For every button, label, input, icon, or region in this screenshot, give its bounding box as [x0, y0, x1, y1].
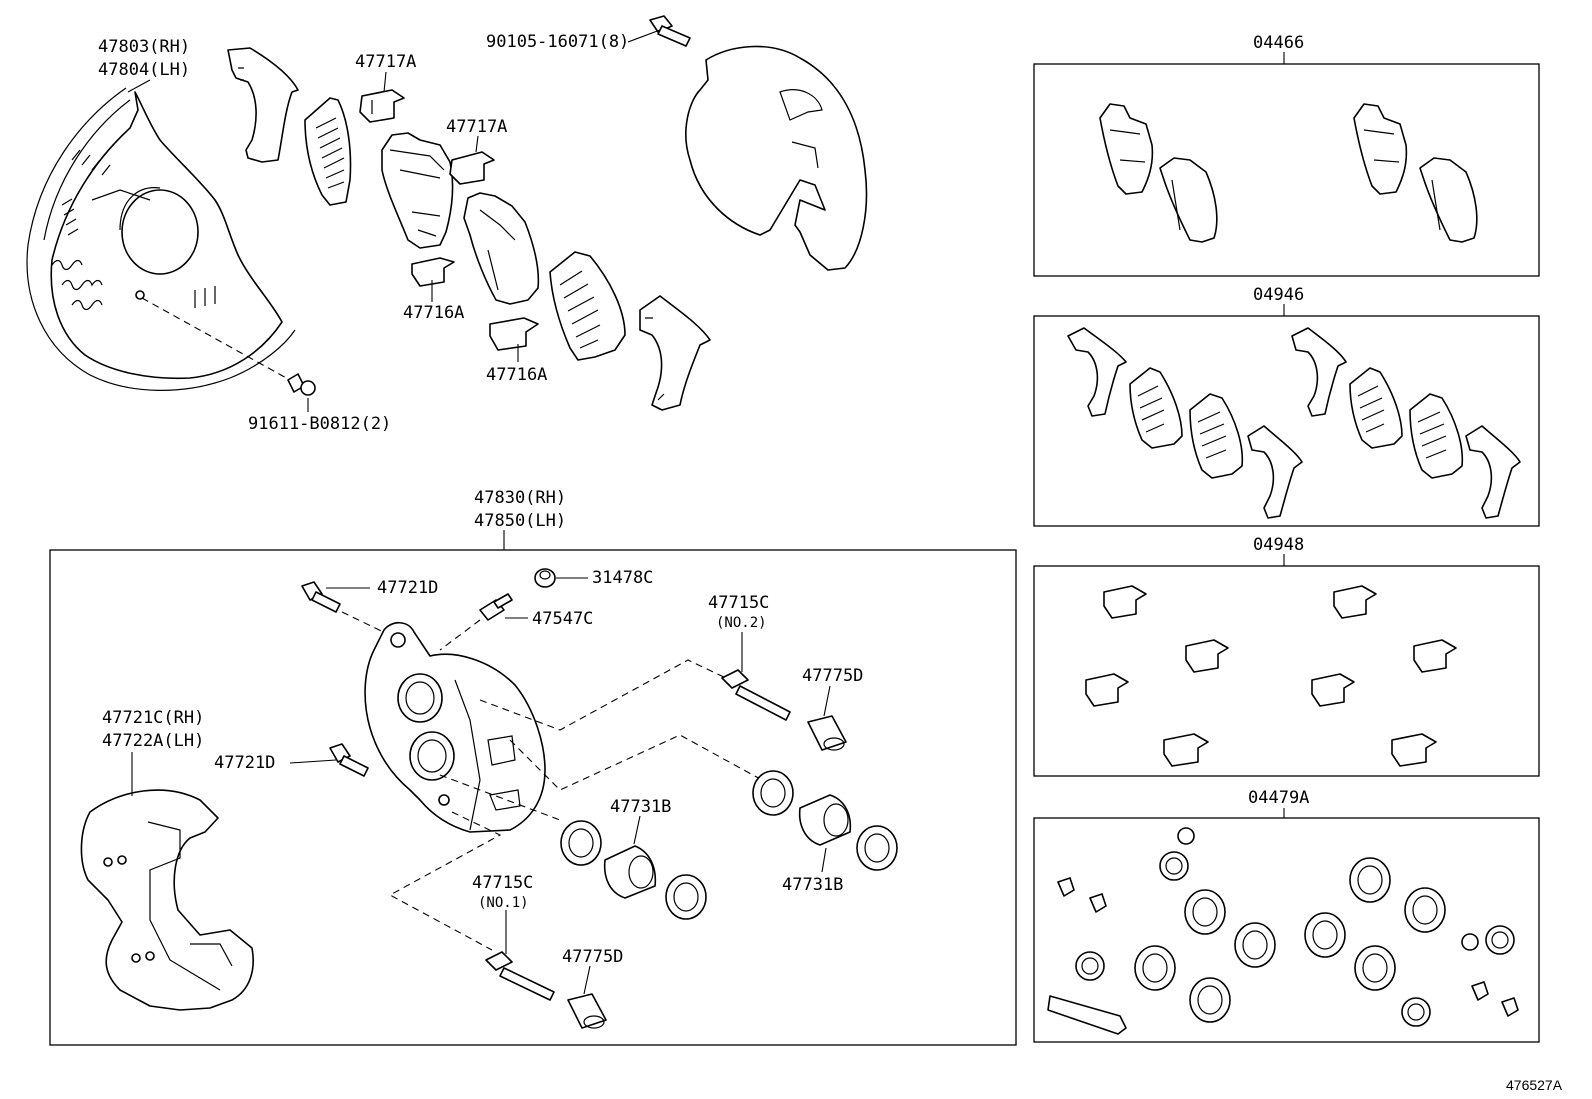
- anti-squeal-shim-inner-left[interactable]: [304, 97, 352, 206]
- anti-squeal-shim-outer-right[interactable]: [639, 295, 711, 411]
- caliper-cylinder-body[interactable]: [364, 621, 546, 833]
- pad-support-clip-47717a-top[interactable]: [359, 89, 405, 123]
- piston-seal-right-2[interactable]: [856, 825, 898, 871]
- assembly-dashed-guides: [388, 659, 763, 951]
- bolt-47721d-top[interactable]: [301, 581, 341, 613]
- piston-seal-lower-2[interactable]: [665, 874, 707, 920]
- label-kit-04479a: 04479A: [1248, 788, 1309, 808]
- shield-bolt-91611[interactable]: [287, 373, 316, 412]
- bleeder-cap-31478c[interactable]: [534, 568, 556, 588]
- piston-seal-lower-1[interactable]: [560, 820, 602, 866]
- label-47721c-rh: 47721C(RH): [102, 708, 204, 728]
- label-31478c: 31478C: [592, 568, 653, 588]
- piston-seal-right-1[interactable]: [752, 770, 794, 816]
- caliper-bolt-90105[interactable]: [649, 15, 691, 47]
- guide-pin-47715c-no2[interactable]: [721, 669, 791, 721]
- label-91611-b0812: 91611-B0812(2): [248, 414, 391, 434]
- guide-pin-boot-47775d-bottom[interactable]: [567, 993, 607, 1029]
- label-47850-lh: 47850(LH): [474, 511, 566, 531]
- shield-leader-lines: [127, 79, 291, 381]
- shim-kit-04946-frame[interactable]: [1033, 315, 1540, 527]
- label-kit-04948: 04948: [1253, 535, 1304, 555]
- label-47716a-right: 47716A: [486, 365, 547, 385]
- label-47731b-lower: 47731B: [610, 797, 671, 817]
- label-47830-rh: 47830(RH): [474, 488, 566, 508]
- anti-squeal-shim-inner-right[interactable]: [549, 251, 626, 361]
- label-kit-04946: 04946: [1253, 285, 1304, 305]
- brake-pad-outer[interactable]: [463, 192, 540, 305]
- label-90105-16071: 90105-16071(8): [486, 32, 629, 52]
- bolt-47721d-bottom[interactable]: [329, 743, 369, 777]
- label-47716a-left: 47716A: [403, 303, 464, 323]
- anti-squeal-shim-outer-left[interactable]: [227, 47, 299, 163]
- pad-support-clip-47716a-right[interactable]: [489, 317, 539, 351]
- brake-pad-inner[interactable]: [381, 132, 454, 249]
- pad-kit-04466-frame[interactable]: [1033, 63, 1540, 277]
- piston-47731b-lower[interactable]: [603, 845, 657, 899]
- pad-kit-contents: [1099, 103, 1478, 243]
- label-47722a-lh: 47722A(LH): [102, 731, 204, 751]
- caliper-assembly-frame: [49, 549, 1017, 1046]
- caliper-mounting-bracket[interactable]: [80, 789, 254, 1011]
- clip-kit-04948-frame[interactable]: [1033, 565, 1540, 777]
- clip-kit-contents: [1085, 585, 1457, 767]
- seal-kit-contents: [1047, 827, 1519, 1035]
- pad-support-clip-47716a-left[interactable]: [411, 257, 455, 287]
- dust-cover-shield[interactable]: [26, 87, 296, 391]
- piston-47731b-right[interactable]: [798, 794, 852, 846]
- guide-pin-boot-47775d-top[interactable]: [807, 715, 847, 751]
- pad-support-clip-47717a-mid[interactable]: [449, 151, 495, 185]
- bleeder-plug-47547c[interactable]: [479, 593, 513, 621]
- label-47715c-no1: 47715C: [472, 873, 533, 893]
- label-47721d-bottom: 47721D: [214, 753, 275, 773]
- label-47715c-no2: 47715C: [708, 593, 769, 613]
- label-47775d-top: 47775D: [802, 666, 863, 686]
- label-47717a-mid: 47717A: [446, 117, 507, 137]
- label-no1-note: (NO.1): [478, 895, 529, 911]
- label-no2-note: (NO.2): [716, 615, 767, 631]
- label-47803-rh: 47803(RH): [98, 37, 190, 57]
- label-47547c: 47547C: [532, 609, 593, 629]
- figure-id: 476527A: [1506, 1077, 1563, 1093]
- seal-kit-04479a-frame[interactable]: [1033, 817, 1540, 1043]
- caliper-body-outline[interactable]: [685, 45, 868, 271]
- label-47721d-top: 47721D: [377, 578, 438, 598]
- label-47804-lh: 47804(LH): [98, 60, 190, 80]
- shim-kit-contents: [1067, 327, 1521, 519]
- label-kit-04466: 04466: [1253, 33, 1304, 53]
- label-47775d-bottom: 47775D: [562, 947, 623, 967]
- guide-pin-47715c-no1[interactable]: [485, 951, 555, 1001]
- label-47731b-right: 47731B: [782, 875, 843, 895]
- label-47717a-top: 47717A: [355, 52, 416, 72]
